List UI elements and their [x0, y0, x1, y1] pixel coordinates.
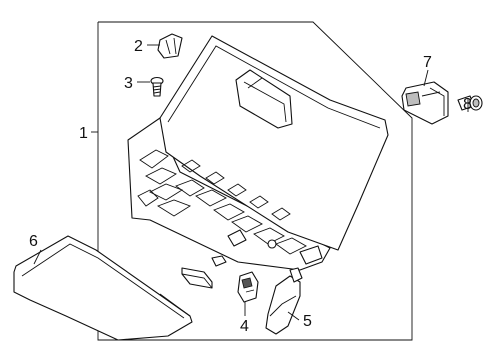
callout-8: 8: [463, 96, 472, 113]
switch-housing-part: [401, 81, 449, 125]
trim-panel-part: [13, 235, 193, 341]
callout-labels: 1 2 3 4 5 6 7 8: [29, 38, 472, 335]
callout-7: 7: [423, 54, 432, 71]
glove-box-assembly: [127, 35, 389, 271]
bulb-part: [457, 95, 483, 111]
frame-ribs: [137, 149, 307, 255]
clip-part: [157, 33, 183, 59]
damper-part: [265, 267, 303, 335]
callout-2: 2: [134, 38, 143, 55]
leader-lines: [33, 44, 469, 321]
callout-6: 6: [29, 233, 38, 250]
callout-3: 3: [124, 75, 133, 92]
callout-4: 4: [240, 318, 249, 335]
screw-part: [150, 76, 164, 97]
small-tab: [211, 255, 227, 267]
bumper-block: [181, 267, 213, 289]
callout-1: 1: [79, 125, 88, 142]
latch-clip-part: [237, 271, 259, 303]
callout-5: 5: [303, 313, 312, 330]
